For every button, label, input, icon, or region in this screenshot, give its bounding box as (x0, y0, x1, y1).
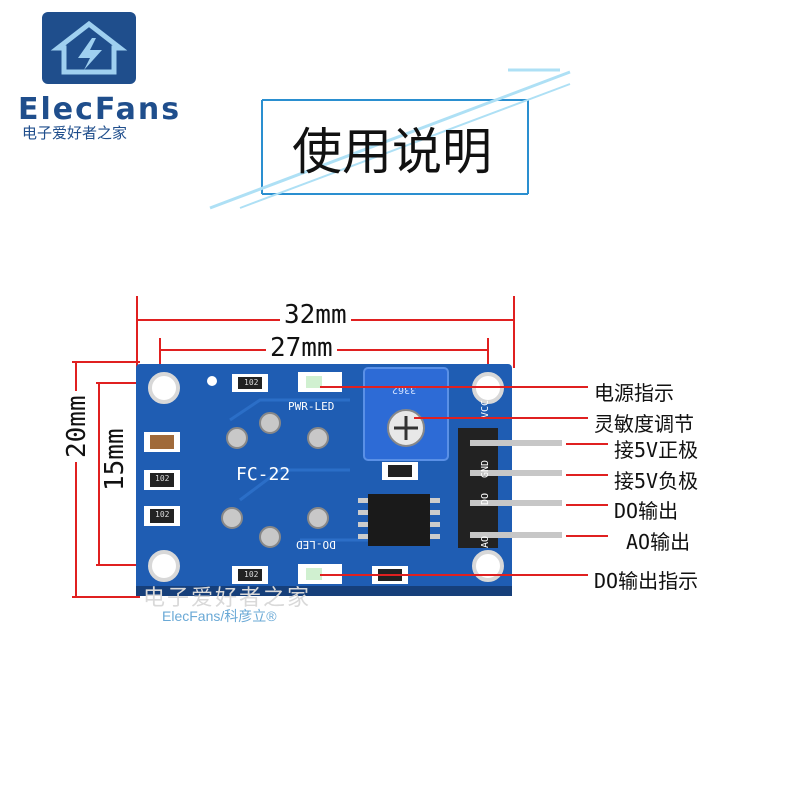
sensor-probe-pads (221, 412, 329, 548)
watermark-brand: ElecFans/科彦立® (162, 608, 277, 624)
label-do-indicator: DO输出指示 (594, 569, 699, 593)
label-sensitivity-adjust: 灵敏度调节 (594, 412, 694, 436)
pin-header (458, 428, 562, 548)
dimension-width-holes: 27mm (266, 333, 337, 363)
pwr-led-silk: PWR-LED (288, 400, 335, 413)
brand-name: ElecFans (18, 92, 182, 127)
brand-subtitle: 电子爱好者之家 (22, 124, 128, 142)
label-vcc: 接5V正极 (614, 438, 699, 462)
resistor-code-4: 102 (244, 570, 259, 579)
watermark-text: 电子爱好者之家 (143, 586, 312, 611)
label-gnd: 接5V负极 (614, 469, 699, 493)
label-power-indicator: 电源指示 (594, 381, 674, 405)
resistor-code-2: 102 (155, 474, 170, 483)
board-model: FC-22 (236, 464, 291, 485)
dimension-width-outer: 32mm (280, 300, 351, 330)
smd-resistor-group (144, 374, 418, 584)
page-title: 使用说明 (292, 123, 492, 181)
label-ao-output: AO输出 (626, 530, 691, 554)
resistor-code-1: 102 (244, 378, 259, 387)
label-do-output: DO输出 (614, 499, 679, 523)
comparator-ic (358, 494, 440, 546)
brand-logo (40, 10, 138, 86)
house-lightning-icon (42, 12, 136, 84)
resistor-code-3: 102 (155, 510, 170, 519)
